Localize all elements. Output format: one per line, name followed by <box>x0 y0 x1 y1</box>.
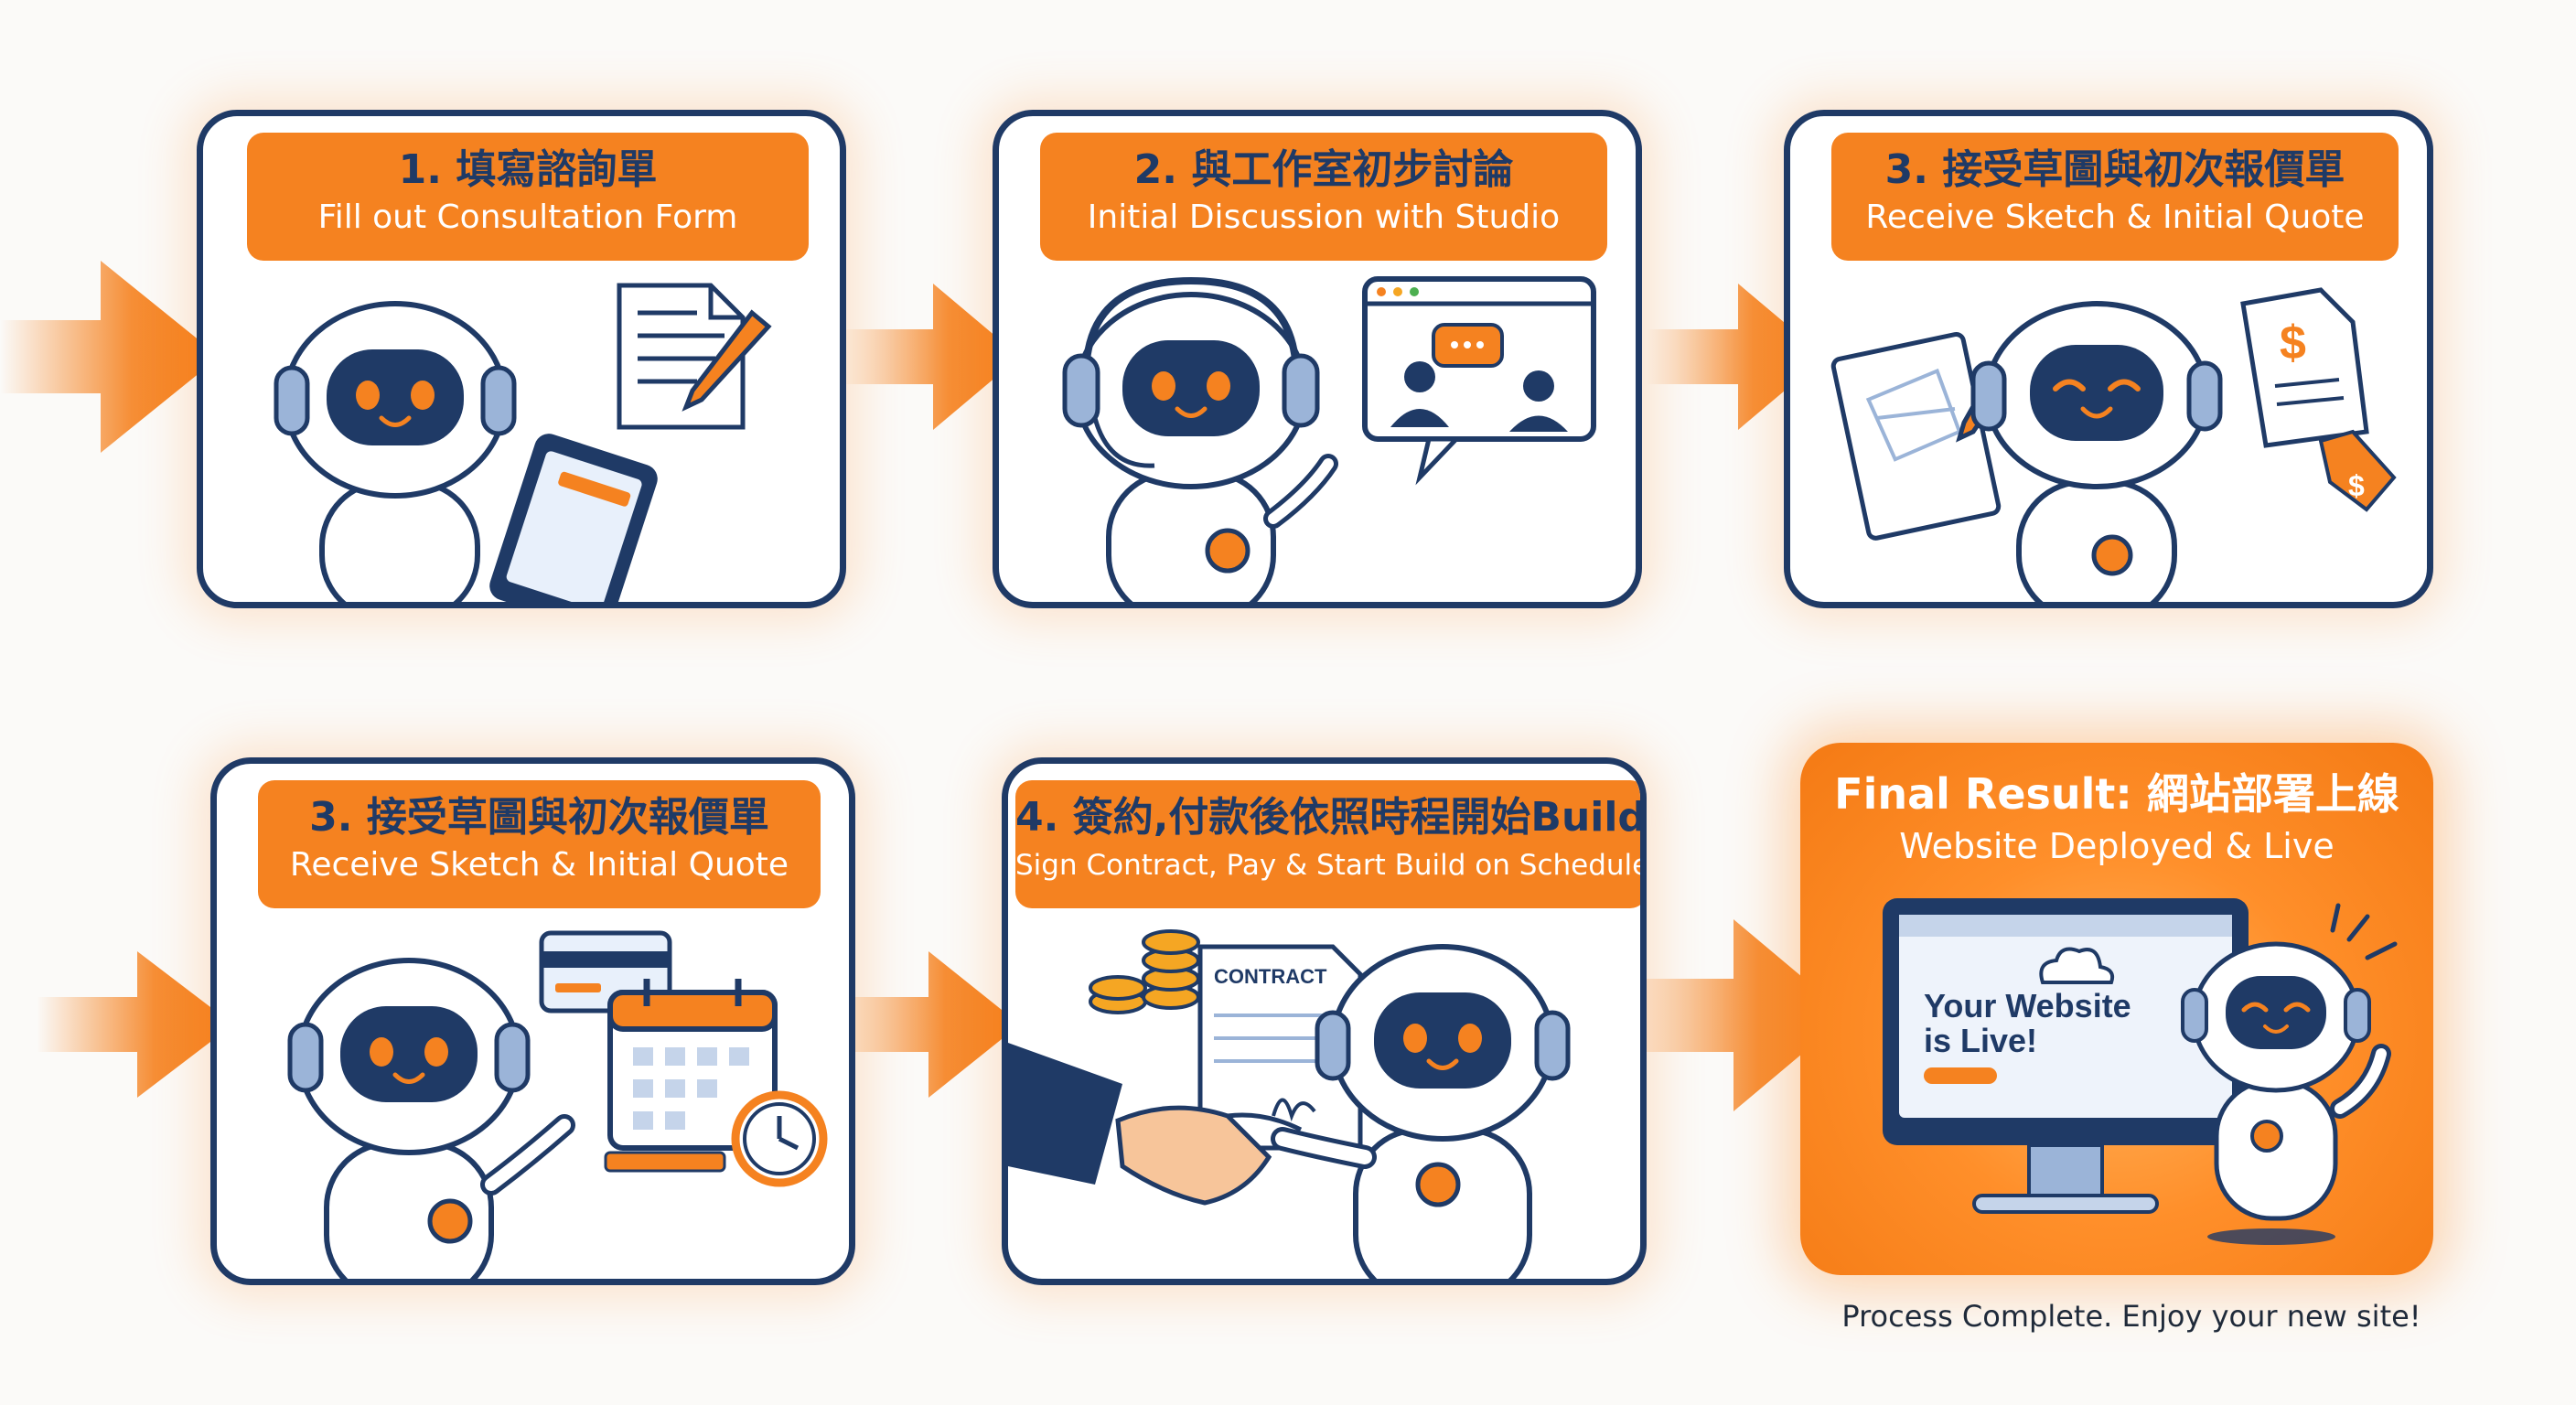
robot-icon <box>1271 944 1571 1279</box>
step-card-1: 1. 填寫諮詢單 Fill out Consultation Form <box>197 110 846 608</box>
robot-icon <box>287 958 575 1279</box>
robot-icon <box>2181 903 2398 1245</box>
final-result-card: Final Result: 網站部署上線 Website Deployed & … <box>1800 743 2433 1275</box>
step-card-3: 3. 接受草圖與初次報價單 Receive Sketch & Initial Q… <box>1784 110 2433 608</box>
final-title-en: Website Deployed & Live <box>1899 826 2334 866</box>
monitor-icon <box>1883 898 2249 1214</box>
robot-icon <box>1062 276 1338 602</box>
step-title-zh: 3. 接受草圖與初次報價單 <box>309 794 769 841</box>
svg-text:$: $ <box>2280 316 2306 370</box>
chat-window-icon <box>1362 276 1596 486</box>
calendar-icon <box>607 979 778 1151</box>
invoice-icon: $ <box>2240 287 2369 448</box>
step-title-en: Fill out Consultation Form <box>317 198 738 236</box>
cloud-icon <box>2039 947 2115 984</box>
robot-icon <box>274 301 517 602</box>
step-title-zh: 4. 簽約,付款後依照時程開始Build <box>1015 794 1647 841</box>
live-message-line1: Your Website <box>1924 987 2131 1024</box>
pencil-icon <box>682 309 772 412</box>
flow-arrow-in-row1 <box>0 261 220 453</box>
price-tag-icon: $ <box>2318 429 2397 512</box>
flow-arrow-2-to-3 <box>1647 284 1825 430</box>
step-title-zh: 1. 填寫諮詢單 <box>398 146 658 193</box>
contract-label: CONTRACT <box>1214 965 1327 988</box>
people-icon <box>1390 361 1568 432</box>
robot-icon <box>1970 301 2223 602</box>
step-title-en: Sign Contract, Pay & Start Build on Sche… <box>1015 849 1647 882</box>
step-header-2: 2. 與工作室初步討論 Initial Discussion with Stud… <box>1040 133 1607 261</box>
live-message-line2: is Live! <box>1924 1022 2038 1059</box>
step-title-zh: 2. 與工作室初步討論 <box>1133 146 1514 193</box>
svg-text:$: $ <box>2348 469 2365 502</box>
step-header-4: 4. 簽約,付款後依照時程開始Build Sign Contract, Pay … <box>1015 780 1647 908</box>
step-title-zh: 3. 接受草圖與初次報價單 <box>1884 146 2345 193</box>
step-title-en: Initial Discussion with Studio <box>1087 198 1561 236</box>
final-title-zh: Final Result: 網站部署上線 <box>1834 769 2399 819</box>
flow-arrow-in-row2 <box>37 951 233 1098</box>
step-header-3: 3. 接受草圖與初次報價單 Receive Sketch & Initial Q… <box>1831 133 2399 261</box>
final-header: Final Result: 網站部署上線 Website Deployed & … <box>1800 765 2433 869</box>
flow-arrow-3-to-4 <box>832 951 1020 1098</box>
step-title-en: Receive Sketch & Initial Quote <box>289 846 789 884</box>
step-header-1: 1. 填寫諮詢單 Fill out Consultation Form <box>247 133 809 261</box>
flow-arrow-4-to-final <box>1624 919 1848 1111</box>
step-card-3-repeat: 3. 接受草圖與初次報價單 Receive Sketch & Initial Q… <box>210 757 855 1285</box>
handshake-icon <box>1008 1043 1303 1206</box>
footnote: Process Complete. Enjoy your new site! <box>1841 1299 2421 1334</box>
step-header-3-repeat: 3. 接受草圖與初次報價單 Receive Sketch & Initial Q… <box>258 780 821 908</box>
step-card-2: 2. 與工作室初步討論 Initial Discussion with Stud… <box>993 110 1642 608</box>
step-title-en: Receive Sketch & Initial Quote <box>1865 198 2365 236</box>
clock-icon <box>731 1090 828 1187</box>
step-card-4: 4. 簽約,付款後依照時程開始Build Sign Contract, Pay … <box>1002 757 1647 1285</box>
tablet-icon <box>489 434 658 602</box>
blueprint-icon <box>1830 331 2002 541</box>
flow-arrow-1-to-2 <box>842 284 1020 430</box>
coins-icon <box>1089 929 1200 1014</box>
